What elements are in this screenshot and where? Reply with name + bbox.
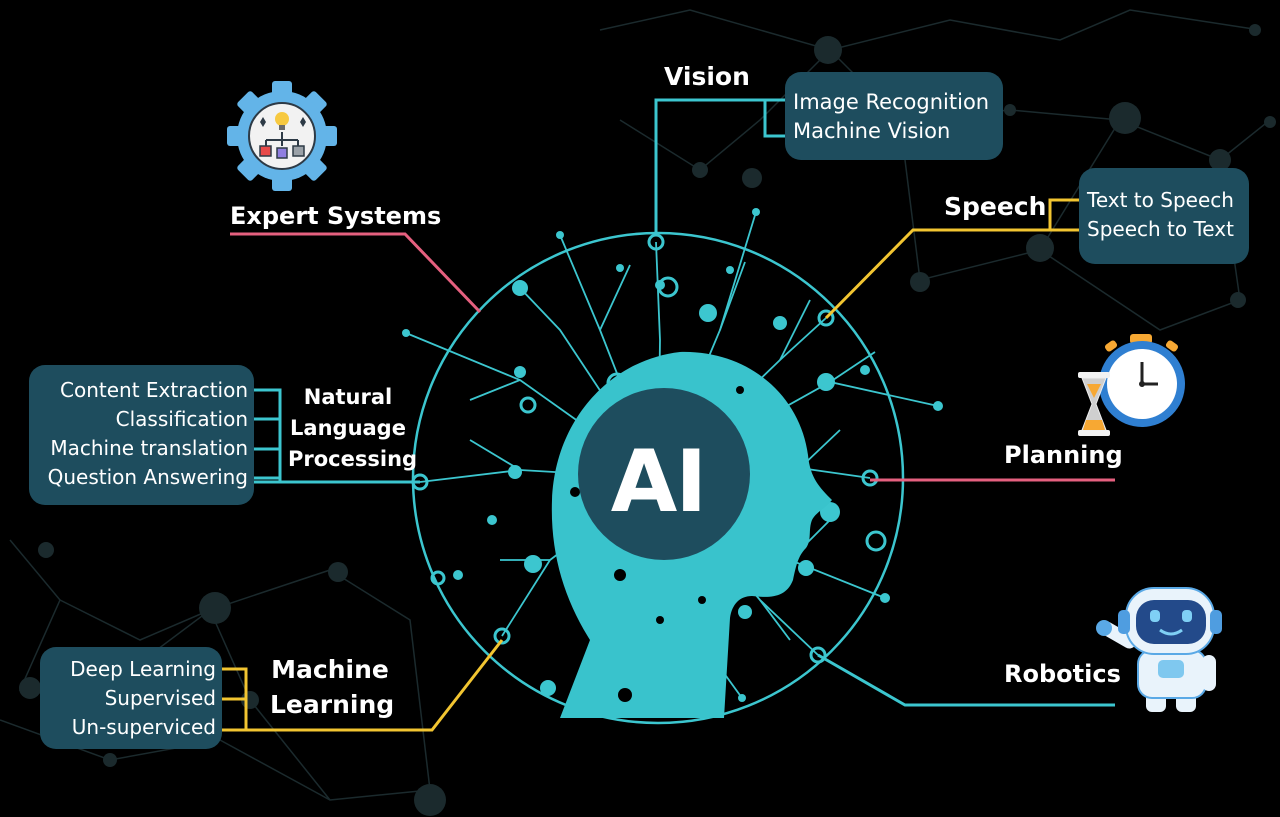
head-inner-nodes [570,386,744,702]
vision-title: Vision [664,62,750,91]
planning-title: Planning [1004,441,1123,469]
nlp-title-line: Natural [303,385,393,409]
ml-connector [220,639,504,732]
speech-connector [824,198,1080,320]
expert-systems-connector [230,232,482,314]
nlp-item: Machine translation [50,436,248,460]
nlp-title-line: Language [290,416,406,440]
ai-core-circle [578,388,750,560]
neural-nodes [402,208,943,702]
speech-title: Speech [944,192,1047,221]
vision-item: Machine Vision [793,119,951,143]
vision-items-box: Image Recognition Machine Vision [785,72,1003,160]
robot-icon [1096,587,1222,712]
ml-title-line: Learning [270,690,395,719]
speech-item: Text to Speech [1087,188,1234,212]
nlp-items-box: Content Extraction Classification Machin… [29,365,254,505]
ml-item: Deep Learning [70,657,216,681]
speech-items-box: Text to Speech Speech to Text [1079,168,1249,264]
ml-items-box: Deep Learning Supervised Un-superviced [40,647,222,749]
gear-flowchart-icon [227,81,337,191]
nlp-title: Natural Language Processing [288,382,418,475]
ml-title-line: Machine [271,655,389,684]
nlp-connector [253,388,420,484]
robotics-connector [817,653,1115,707]
vision-item: Image Recognition [793,90,990,114]
expert-systems-title: Expert Systems [230,202,442,230]
stopwatch-hourglass-icon [1078,334,1185,436]
ai-center-label: AI [610,432,708,532]
nlp-item: Content Extraction [60,378,248,402]
nlp-item: Classification [115,407,248,431]
ml-item: Un-superviced [71,715,216,739]
nlp-item: Question Answering [47,465,248,489]
speech-item: Speech to Text [1087,217,1234,241]
robotics-title: Robotics [1004,660,1121,688]
nlp-title-line: Processing [288,447,418,471]
vision-connector [654,98,788,235]
ml-title: Machine Learning [270,652,395,722]
ml-item: Supervised [104,686,216,710]
